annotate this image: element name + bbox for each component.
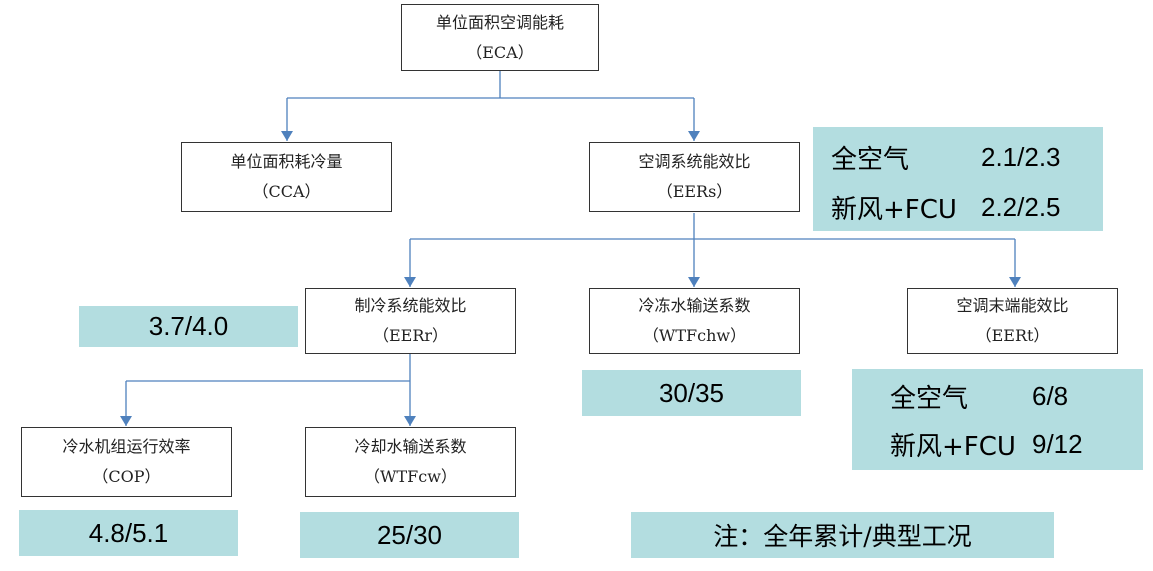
node-cop-code: （COP） [92,467,161,486]
value-eert-value-2: 9/12 [1032,428,1083,459]
value-eert-value-1: 6/8 [1032,380,1069,411]
value-eers-value-2: 2.2/2.5 [981,191,1061,222]
value-box-eerr: 3.7/4.0 [79,306,298,347]
node-cop: 冷水机组运行效率 （COP） [21,427,232,497]
value-box-eers: 全空气 2.1/2.3 新风+FCU 2.2/2.5 [813,127,1103,231]
node-wtfchw-name: 冷冻水输送系数 [638,296,751,315]
node-eerr-code: （EERr） [372,326,449,345]
value-wtfcw: 25/30 [376,519,443,550]
node-wtfcw: 冷却水输送系数 （WTFcw） [305,427,516,497]
node-eers: 空调系统能效比 （EERs） [589,142,800,212]
value-box-eert: 全空气 6/8 新风+FCU 9/12 [852,369,1143,470]
value-box-cop: 4.8/5.1 [19,510,238,556]
node-wtfchw-code: （WTFchw） [642,326,747,345]
value-box-wtfchw: 30/35 [582,370,801,416]
node-eerr-name: 制冷系统能效比 [354,296,467,315]
node-eert-name: 空调末端能效比 [956,296,1069,315]
node-wtfcw-name: 冷却水输送系数 [354,437,467,456]
node-cca: 单位面积耗冷量 （CCA） [181,142,392,212]
node-eca-code: （ECA） [466,42,534,62]
node-eca-name: 单位面积空调能耗 [435,12,564,32]
node-eers-code: （EERs） [656,182,733,201]
node-eert: 空调末端能效比 （EERt） [907,288,1118,354]
note-box: 注：全年累计/典型工况 [631,512,1054,558]
value-eert-label-1: 全空气 [890,383,969,414]
value-eert-label-2: 新风+FCU [890,431,1016,462]
value-eerr: 3.7/4.0 [148,311,229,341]
node-wtfchw: 冷冻水输送系数 （WTFchw） [589,288,800,354]
node-eert-code: （EERt） [975,326,1050,345]
note-text: 注：全年累计/典型工况 [713,522,972,551]
value-box-wtfcw: 25/30 [300,512,519,558]
node-cop-name: 冷水机组运行效率 [62,437,191,456]
node-eers-name: 空调系统能效比 [638,152,751,171]
value-cop: 4.8/5.1 [88,517,169,548]
node-eerr: 制冷系统能效比 （EERr） [305,288,516,354]
node-cca-code: （CCA） [252,182,321,201]
node-wtfcw-code: （WTFcw） [364,467,457,486]
node-eca: 单位面积空调能耗 （ECA） [401,4,599,71]
value-eers-value-1: 2.1/2.3 [981,141,1061,172]
value-eers-label-1: 全空气 [831,144,910,175]
value-eers-label-2: 新风+FCU [831,194,957,225]
node-cca-name: 单位面积耗冷量 [230,152,343,171]
value-wtfchw: 30/35 [658,377,725,408]
